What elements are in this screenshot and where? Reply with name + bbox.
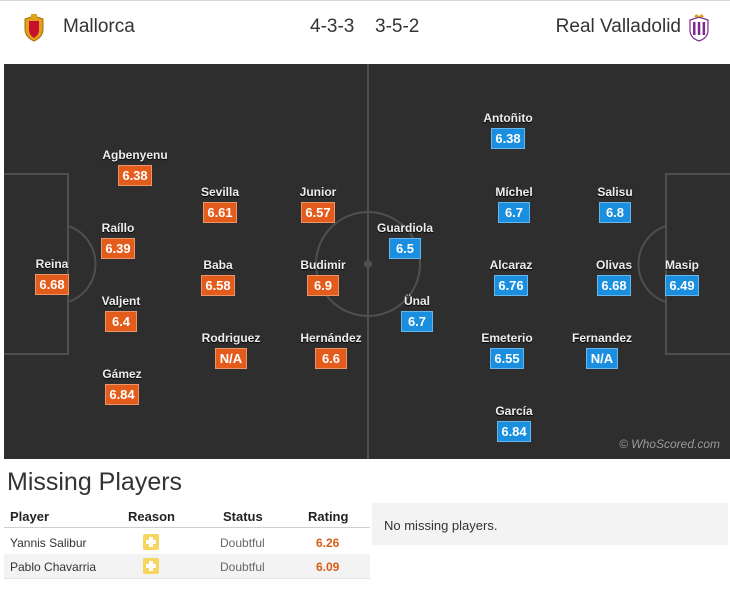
away-player-olivas[interactable]: Olivas 6.68 bbox=[569, 258, 659, 296]
missing-player-name[interactable]: Pablo Chavarria bbox=[10, 560, 97, 574]
player-rating: 6.55 bbox=[490, 348, 524, 369]
player-rating: 6.4 bbox=[105, 311, 137, 332]
away-player-emeterio[interactable]: Emeterio 6.55 bbox=[462, 331, 552, 369]
away-player-unal[interactable]: Ünal 6.7 bbox=[372, 294, 462, 332]
player-rating: 6.9 bbox=[307, 275, 339, 296]
player-rating: 6.84 bbox=[497, 421, 531, 442]
player-rating: 6.8 bbox=[599, 202, 631, 223]
column-rating: Rating bbox=[308, 509, 349, 524]
player-name[interactable]: Sevilla bbox=[200, 185, 240, 199]
pitch: Reina 6.68 Agbenyenu 6.38 Raíllo 6.39 Va… bbox=[4, 64, 730, 459]
home-player-baba[interactable]: Baba 6.58 bbox=[173, 258, 263, 296]
missing-rating: 6.26 bbox=[316, 536, 340, 550]
home-player-raillo[interactable]: Raíllo 6.39 bbox=[73, 221, 163, 259]
home-player-agbenyenu[interactable]: Agbenyenu 6.38 bbox=[90, 148, 180, 186]
home-player-budimir[interactable]: Budimir 6.9 bbox=[278, 258, 368, 296]
player-rating: 6.57 bbox=[301, 202, 335, 223]
home-player-hernandez[interactable]: Hernández 6.6 bbox=[286, 331, 376, 369]
player-rating: 6.61 bbox=[203, 202, 237, 223]
valladolid-crest-icon[interactable] bbox=[686, 13, 712, 43]
player-rating: 6.68 bbox=[597, 275, 631, 296]
player-rating: 6.38 bbox=[491, 128, 525, 149]
player-name[interactable]: Raíllo bbox=[101, 221, 135, 235]
home-formation: 4-3-3 bbox=[310, 16, 355, 37]
player-name[interactable]: Olivas bbox=[595, 258, 633, 272]
player-name[interactable]: Emeterio bbox=[481, 331, 533, 345]
away-missing-panel: No missing players. bbox=[372, 503, 728, 545]
player-rating: 6.38 bbox=[118, 165, 152, 186]
player-name[interactable]: Míchel bbox=[495, 185, 533, 199]
home-player-reina[interactable]: Reina 6.68 bbox=[7, 257, 97, 295]
column-player: Player bbox=[10, 509, 50, 524]
home-team-name[interactable]: Mallorca bbox=[63, 16, 135, 37]
away-player-guardiola[interactable]: Guardiola 6.5 bbox=[360, 221, 450, 259]
away-player-garcia[interactable]: García 6.84 bbox=[469, 404, 559, 442]
player-name[interactable]: Baba bbox=[203, 258, 233, 272]
injury-icon[interactable] bbox=[143, 534, 159, 550]
player-rating: 6.76 bbox=[494, 275, 528, 296]
player-name[interactable]: Gámez bbox=[102, 367, 142, 381]
player-rating: 6.7 bbox=[401, 311, 433, 332]
missing-players-title: Missing Players bbox=[7, 468, 183, 496]
missing-rating: 6.09 bbox=[316, 560, 340, 574]
player-rating: N/A bbox=[586, 348, 618, 369]
table-row[interactable]: Pablo Chavarria Doubtful 6.09 bbox=[4, 554, 370, 579]
table-row[interactable]: Yannis Salibur Doubtful 6.26 bbox=[4, 530, 370, 555]
column-reason: Reason bbox=[128, 509, 175, 524]
player-name[interactable]: Agbenyenu bbox=[102, 148, 168, 162]
column-status: Status bbox=[223, 509, 263, 524]
player-rating: 6.39 bbox=[101, 238, 135, 259]
no-missing-text: No missing players. bbox=[384, 518, 498, 533]
away-formation: 3-5-2 bbox=[375, 16, 420, 37]
player-name[interactable]: Fernandez bbox=[571, 331, 632, 345]
pitch-lines bbox=[4, 64, 730, 459]
table-header: Player Reason Status Rating bbox=[4, 503, 370, 528]
away-player-fernandez[interactable]: Fernandez N/A bbox=[557, 331, 647, 369]
away-player-alcaraz[interactable]: Alcaraz 6.76 bbox=[466, 258, 556, 296]
injury-icon[interactable] bbox=[143, 558, 159, 574]
player-name[interactable]: Reina bbox=[35, 257, 69, 271]
missing-player-name[interactable]: Yannis Salibur bbox=[10, 536, 87, 550]
player-rating: N/A bbox=[215, 348, 247, 369]
player-name[interactable]: Salisu bbox=[597, 185, 633, 199]
home-player-rodriguez[interactable]: Rodriguez N/A bbox=[186, 331, 276, 369]
match-header: Mallorca 4-3-3 3-5-2 Real Valladolid bbox=[0, 0, 730, 61]
player-rating: 6.7 bbox=[498, 202, 530, 223]
away-player-masip[interactable]: Masip 6.49 bbox=[637, 258, 727, 296]
player-name[interactable]: Valjent bbox=[101, 294, 141, 308]
player-rating: 6.49 bbox=[665, 275, 699, 296]
away-player-antonito[interactable]: Antoñito 6.38 bbox=[463, 111, 553, 149]
player-name[interactable]: Rodriguez bbox=[201, 331, 261, 345]
home-player-gamez[interactable]: Gámez 6.84 bbox=[77, 367, 167, 405]
home-player-junior[interactable]: Junior 6.57 bbox=[273, 185, 363, 223]
player-rating: 6.84 bbox=[105, 384, 139, 405]
player-rating: 6.68 bbox=[35, 274, 69, 295]
away-player-michel[interactable]: Míchel 6.7 bbox=[469, 185, 559, 223]
mallorca-crest-icon[interactable] bbox=[21, 13, 47, 43]
player-name[interactable]: Masip bbox=[664, 258, 699, 272]
player-name[interactable]: Junior bbox=[299, 185, 337, 199]
away-player-salisu[interactable]: Salisu 6.8 bbox=[570, 185, 660, 223]
player-name[interactable]: Ünal bbox=[403, 294, 430, 308]
home-player-valjent[interactable]: Valjent 6.4 bbox=[76, 294, 166, 332]
player-name[interactable]: Alcaraz bbox=[489, 258, 533, 272]
player-name[interactable]: Hernández bbox=[300, 331, 362, 345]
player-rating: 6.5 bbox=[389, 238, 421, 259]
player-name[interactable]: Antoñito bbox=[483, 111, 533, 125]
home-player-sevilla[interactable]: Sevilla 6.61 bbox=[175, 185, 265, 223]
watermark: © WhoScored.com bbox=[619, 437, 720, 451]
missing-status: Doubtful bbox=[220, 560, 265, 574]
player-name[interactable]: Budimir bbox=[300, 258, 346, 272]
player-rating: 6.58 bbox=[201, 275, 235, 296]
missing-status: Doubtful bbox=[220, 536, 265, 550]
away-team-name[interactable]: Real Valladolid bbox=[555, 16, 681, 37]
player-name[interactable]: Guardiola bbox=[376, 221, 433, 235]
player-name[interactable]: García bbox=[495, 404, 533, 418]
player-rating: 6.6 bbox=[315, 348, 347, 369]
